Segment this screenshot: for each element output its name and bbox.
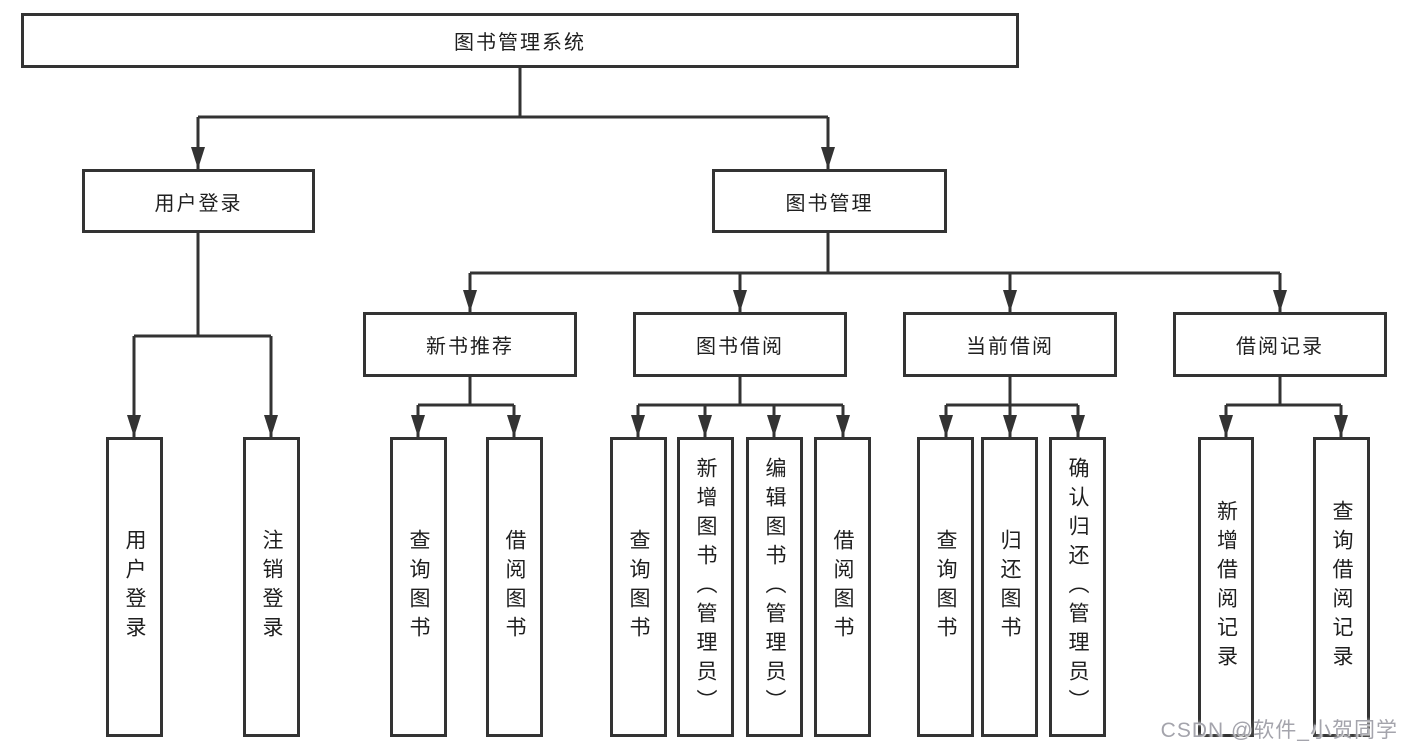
leaf-query-borrow-record: 查询借阅记录 (1313, 437, 1370, 737)
leaf-add-borrow-record: 新增借阅记录 (1198, 437, 1254, 737)
leaf-user-login: 用户登录 (106, 437, 163, 737)
leaf-borrow-books-borrowing: 借阅图书 (814, 437, 871, 737)
node-user-login: 用户登录 (82, 169, 315, 233)
leaf-return-books: 归还图书 (981, 437, 1038, 737)
leaf-confirm-return-admin: 确认归还（管理员） (1049, 437, 1106, 737)
node-borrowing-records: 借阅记录 (1173, 312, 1387, 377)
leaf-query-books-recommend: 查询图书 (390, 437, 447, 737)
node-book-borrowing: 图书借阅 (633, 312, 847, 377)
leaf-logout: 注销登录 (243, 437, 300, 737)
connector-arrows (127, 117, 1348, 437)
connector-trunks (134, 66, 1341, 407)
node-book-management: 图书管理 (712, 169, 947, 233)
leaf-edit-books-admin: 编辑图书（管理员） (746, 437, 803, 737)
node-new-book-recommendation: 新书推荐 (363, 312, 577, 377)
node-library-management-system: 图书管理系统 (21, 13, 1019, 68)
leaf-borrow-books-recommend: 借阅图书 (486, 437, 543, 737)
node-current-borrowing: 当前借阅 (903, 312, 1117, 377)
leaf-add-books-admin: 新增图书（管理员） (677, 437, 734, 737)
csdn-watermark: CSDN @软件_小贺同学 (1160, 719, 1398, 742)
leaf-query-books-borrowing: 查询图书 (610, 437, 667, 737)
leaf-query-books-current: 查询图书 (917, 437, 974, 737)
